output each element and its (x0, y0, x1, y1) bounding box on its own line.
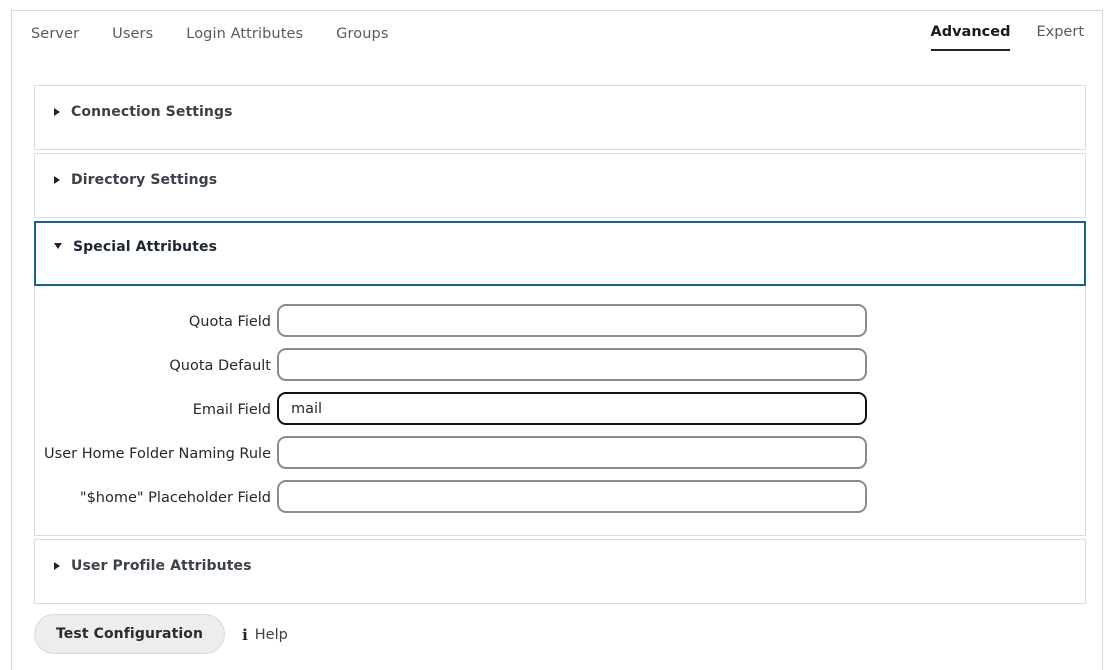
section-title-connection-settings: Connection Settings (71, 104, 233, 120)
label-quota-field: Quota Field (188, 314, 271, 330)
footer-actions: Test Configuration i Help (34, 614, 288, 654)
label-quota-default: Quota Default (169, 358, 271, 374)
label-user-home-folder-naming-rule: User Home Folder Naming Rule (44, 446, 271, 462)
label-home-placeholder-field: "$home" Placeholder Field (79, 490, 271, 506)
nav-item-groups[interactable]: Groups (336, 26, 389, 42)
section-title-special-attributes: Special Attributes (73, 239, 218, 255)
section-title-user-profile-attributes: User Profile Attributes (71, 558, 252, 574)
top-navigation: Server Users Login Attributes Groups Adv… (12, 11, 1102, 64)
mode-tab-list: Advanced Expert (930, 24, 1084, 51)
tab-expert[interactable]: Expert (1036, 24, 1084, 40)
settings-accordion: Connection Settings Directory Settings S… (34, 85, 1086, 607)
input-user-home-folder-naming-rule[interactable] (277, 436, 867, 469)
info-icon: i (242, 625, 248, 644)
label-email-field: Email Field (192, 402, 271, 418)
section-directory-settings[interactable]: Directory Settings (34, 153, 1086, 218)
section-header: User Profile Attributes (35, 540, 1085, 574)
chevron-down-icon (54, 243, 62, 249)
nav-item-users[interactable]: Users (112, 26, 154, 42)
section-header: Directory Settings (35, 154, 1085, 188)
form-row-email-field: Email Field (35, 392, 1085, 425)
input-quota-default[interactable] (277, 348, 867, 381)
nav-item-login-attributes[interactable]: Login Attributes (186, 26, 304, 42)
form-row-home-placeholder-field: "$home" Placeholder Field (35, 480, 1085, 513)
section-special-attributes[interactable]: Special Attributes (34, 221, 1086, 286)
app-frame: Server Users Login Attributes Groups Adv… (11, 10, 1103, 670)
help-link[interactable]: i Help (242, 625, 288, 643)
section-user-profile-attributes[interactable]: User Profile Attributes (34, 539, 1086, 604)
input-quota-field[interactable] (277, 304, 867, 337)
chevron-right-icon (54, 108, 60, 116)
input-email-field[interactable] (277, 392, 867, 425)
special-attributes-panel: Quota Field Quota Default Email Field Us… (34, 286, 1086, 536)
form-row-quota-field: Quota Field (35, 304, 1085, 337)
nav-item-server[interactable]: Server (31, 26, 80, 42)
nav-tab-list: Server Users Login Attributes Groups (31, 26, 421, 42)
help-label: Help (254, 627, 288, 643)
tab-advanced[interactable]: Advanced (930, 24, 1011, 51)
section-header: Connection Settings (35, 86, 1085, 120)
section-title-directory-settings: Directory Settings (71, 172, 218, 188)
form-row-user-home-folder-naming-rule: User Home Folder Naming Rule (35, 436, 1085, 469)
chevron-right-icon (54, 176, 60, 184)
form-row-quota-default: Quota Default (35, 348, 1085, 381)
input-home-placeholder-field[interactable] (277, 480, 867, 513)
section-header: Special Attributes (36, 223, 1084, 255)
test-configuration-button[interactable]: Test Configuration (34, 614, 226, 654)
chevron-right-icon (54, 562, 60, 570)
section-connection-settings[interactable]: Connection Settings (34, 85, 1086, 150)
